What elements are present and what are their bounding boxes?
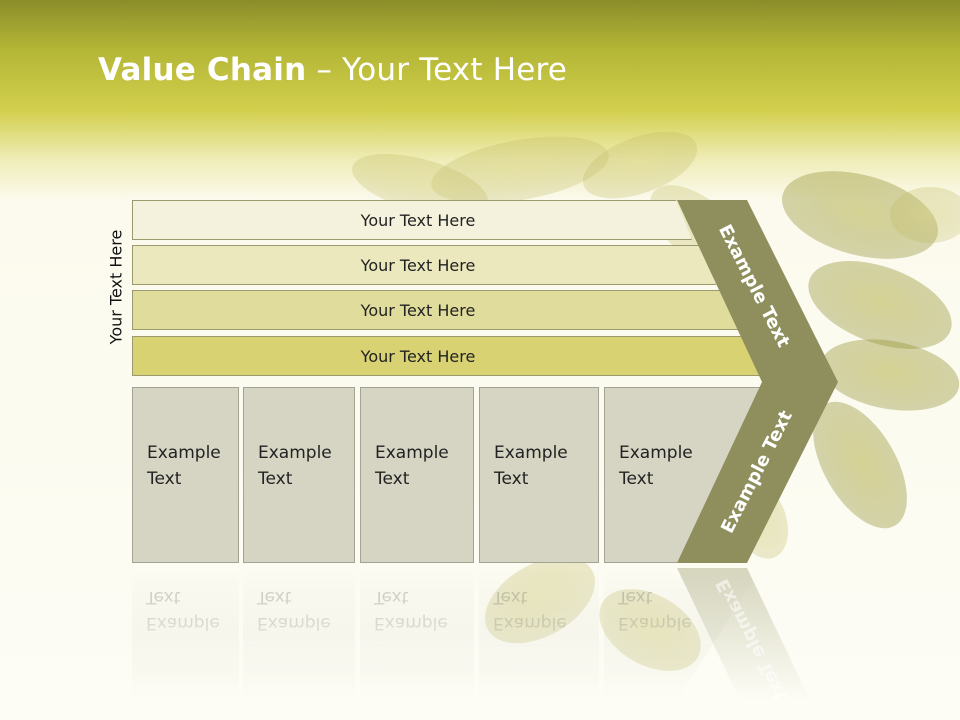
box-line2: Text <box>147 469 182 489</box>
slide-title: Value Chain – Your Text Here <box>98 52 567 88</box>
box-line1: Example <box>147 443 221 463</box>
bar-label: Your Text Here <box>360 300 476 320</box>
title-bold: Value Chain <box>98 52 307 88</box>
title-rest: – Your Text Here <box>306 52 568 88</box>
box-line2: Text <box>258 469 293 489</box>
box-line1: Example <box>619 443 693 463</box>
bar-label: Your Text Here <box>360 210 476 230</box>
box-line1: Example <box>375 443 449 463</box>
value-bar-2: Your Text Here <box>132 245 716 285</box>
box-line1: Example <box>494 443 568 463</box>
bar-label: Your Text Here <box>360 346 476 366</box>
value-bar-4: Your Text Here <box>132 336 764 376</box>
box-line2: Text <box>375 469 410 489</box>
box-line2: Text <box>619 469 654 489</box>
box-line1: Example <box>258 443 332 463</box>
value-bar-3: Your Text Here <box>132 290 740 330</box>
chevron-reflection <box>677 568 810 700</box>
chevron-body <box>677 200 838 563</box>
value-bar-1: Your Text Here <box>132 200 692 240</box>
box-line2: Text <box>494 469 529 489</box>
bar-label: Your Text Here <box>360 255 476 275</box>
